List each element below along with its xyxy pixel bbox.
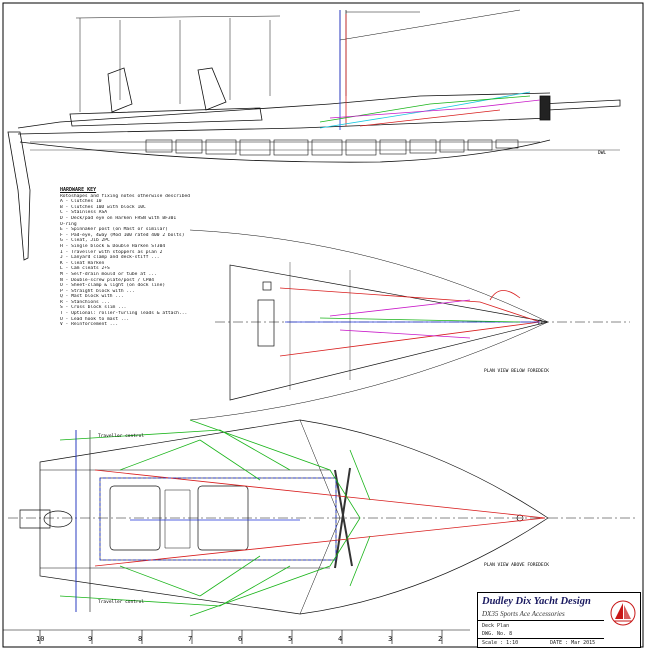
dwl-label: DWL <box>598 150 606 156</box>
hardware-key-item: N - Double-screw plate/post / CPB4 <box>60 277 155 283</box>
drawing-number: DWG. No. 8 <box>482 631 513 637</box>
title-block: Dudley Dix Yacht Design DX35 Sports Ace … <box>477 592 641 648</box>
station-ticks <box>3 629 543 644</box>
plan-above-rigging <box>59 419 546 617</box>
hardware-key-item: F - Pad-eye, 4way (Mod 100 rated 400 2 b… <box>60 232 185 238</box>
drawing-name: Deck Plan <box>482 623 510 629</box>
date-value: DATE : Mar 2015 <box>550 640 596 646</box>
station-number: 6 <box>238 635 243 643</box>
station-number: 9 <box>88 635 93 643</box>
hardware-key-item: G - Cleat, Jib 2PC <box>60 238 110 244</box>
scale-value: Scale : 1:10 <box>482 640 519 646</box>
hardware-key-item: B - Clutches 10D with block 10C <box>60 204 146 210</box>
hardware-key-item: I - Traveller with stoppers as plan 2 <box>60 249 163 255</box>
station-number: 10 <box>36 635 45 643</box>
station-number: 8 <box>138 635 143 643</box>
station-number: 3 <box>388 635 393 643</box>
hardware-key-item: E - Spinnaker post (on Mast or similar) <box>60 227 168 233</box>
hardware-key-item: J - Lanyard clamp and deck-stiff ... <box>60 255 160 261</box>
hardware-key-item: K - Cleat Harken <box>60 260 105 266</box>
hardware-key-item: M - Self-drain mould or tube at ... <box>60 271 157 277</box>
plan-above-title: PLAN VIEW ABOVE FOREDECK <box>484 562 549 568</box>
hardware-key-item: Q - Mast block with ... <box>60 294 124 300</box>
project-name: DX35 Sports Ace Accessories <box>482 610 565 618</box>
hardware-key-item: O-ring <box>60 221 77 227</box>
hardware-key: HARDWARE KEY Rotoshapes and fixing notes… <box>60 187 220 328</box>
station-number: 5 <box>288 635 293 643</box>
hardware-key-item: R - Stanchions ... <box>60 299 110 305</box>
hardware-key-item: P - Straight block with ... <box>60 288 135 294</box>
station-number: 2 <box>438 635 443 643</box>
hardware-key-item: Rotoshapes and fixing notes otherwise de… <box>60 193 190 199</box>
hardware-key-list: Rotoshapes and fixing notes otherwise de… <box>60 194 220 328</box>
hardware-key-item: T - Optional: roller-furling leads & att… <box>60 311 188 317</box>
plan-below-rigging <box>279 287 541 357</box>
hardware-key-item: L - Cam cleats 2+S <box>60 266 110 272</box>
hardware-key-title: HARDWARE KEY <box>60 187 97 193</box>
sailboat-logo-icon <box>610 600 636 626</box>
hardware-key-item: U - Lead hook to mast ... <box>60 316 130 322</box>
hardware-key-item: H - Single block & Double Harken ST304 <box>60 243 166 249</box>
hardware-key-item: S - Cross block slim ... <box>60 305 127 311</box>
plan-above-foredeck <box>8 419 636 615</box>
hardware-key-item: C - Stainless ASA <box>60 210 108 216</box>
hardware-key-item: O - Sheet-clamp & light (on dock line) <box>60 283 166 289</box>
side-elevation <box>7 9 621 261</box>
hardware-key-item: V - Reinforcement ... <box>60 322 119 328</box>
station-number: 4 <box>338 635 343 643</box>
plan-below-foredeck <box>189 229 630 421</box>
plan-below-title: PLAN VIEW BELOW FOREDECK <box>484 368 549 374</box>
side-rigging <box>319 10 541 130</box>
firm-name: Dudley Dix Yacht Design <box>482 596 591 607</box>
traveller-label-bottom: Traveller control <box>98 599 144 605</box>
hardware-key-item: A - Clutches 10 <box>60 199 102 205</box>
station-number: 7 <box>188 635 193 643</box>
traveller-label-top: Traveller control <box>98 433 144 439</box>
hardware-key-item: D - Deck/pad eye on Harken FRSN with BF3… <box>60 215 177 221</box>
